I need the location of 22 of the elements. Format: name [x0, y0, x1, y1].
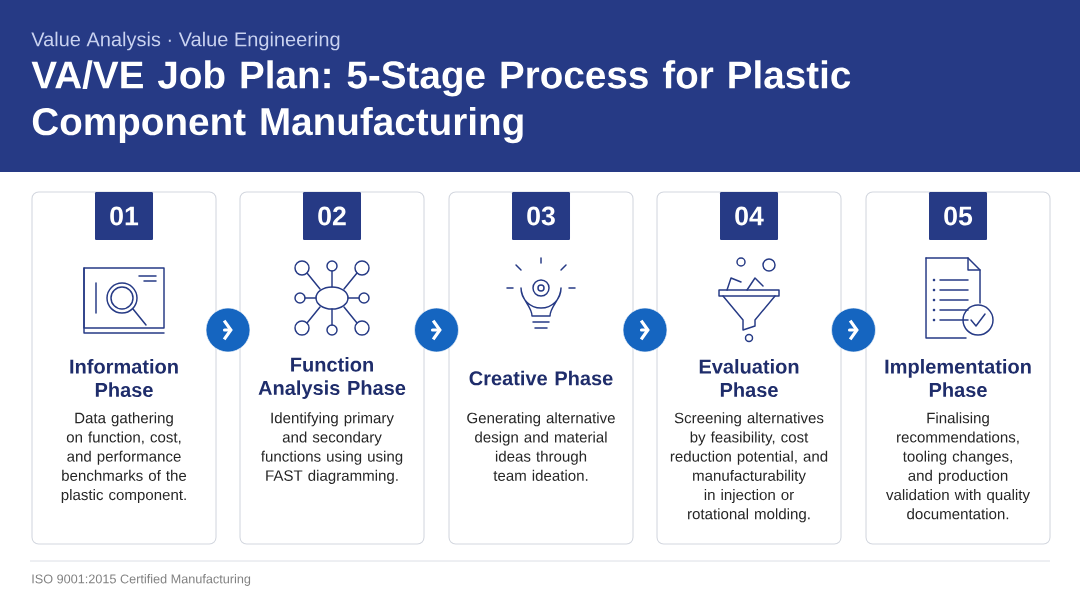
phase-title: Implementation Phase: [885, 359, 1031, 397]
footer-note: ISO 9001:2015 Certified Manufacturing: [32, 574, 251, 586]
title: VA/VE Job Plan: 5-Stage Process for Plastic Component Manufacturing: [31, 60, 851, 144]
phase-description: Identifying primary and secondary functions using using FAST diagramming.: [261, 412, 403, 484]
phase-title: Creative Phase: [469, 370, 613, 386]
chevron-arrow: [831, 307, 876, 353]
phase-title: Evaluation Phase: [699, 359, 799, 397]
phase-description: Screening alternatives by feasibility, cost reduction potential, and manufacturability in injection or rotational molding.: [670, 412, 828, 523]
number-badge: 01: [95, 192, 153, 240]
number-badge: 04: [720, 192, 778, 240]
phase-title: Information Phase: [70, 359, 178, 397]
chevron-arrow: [622, 307, 668, 353]
chevron-arrow: [205, 307, 251, 353]
number-badge: 05: [929, 192, 987, 240]
phase-description: Data gathering on function, cost, and performance benchmarks of the plastic component.: [61, 412, 187, 504]
subtitle: Value Analysis · Value Engineering: [31, 31, 340, 51]
phase-description: Generating alternative design and material ideas through team ideation.: [467, 412, 615, 481]
chevron-arrow: [414, 307, 459, 353]
phase-description: Finalising recommendations, tooling changes, and production validation with quality documentation.: [886, 412, 1030, 520]
number-badge: 03: [512, 192, 570, 240]
number-badge: 02: [303, 192, 361, 240]
phase-title: Function Analysis Phase: [258, 357, 406, 399]
